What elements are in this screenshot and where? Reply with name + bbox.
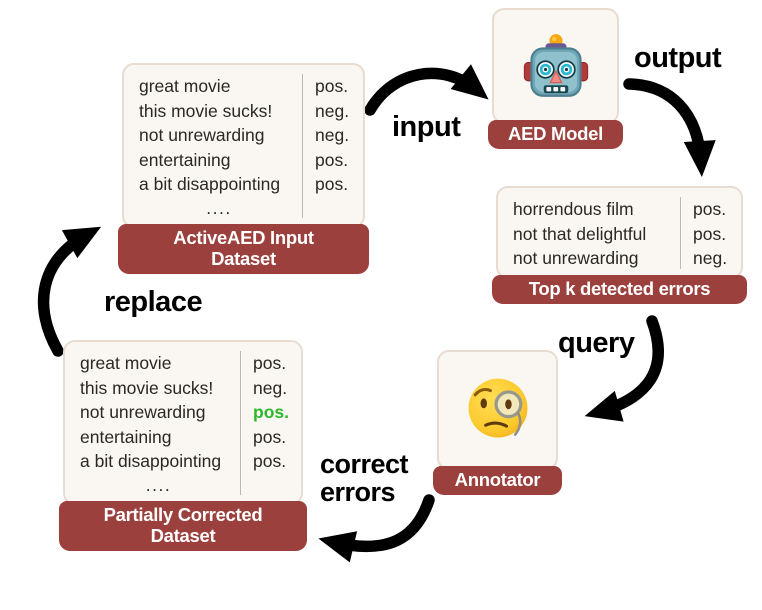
row-label: neg. (693, 248, 728, 268)
row-label: pos. (315, 149, 349, 170)
label-query: query (558, 327, 635, 359)
input-dataset-table: great movie pos. this movie sucks! neg. … (122, 63, 365, 228)
table-row: not unrewarding neg. (513, 246, 735, 271)
row-text: this movie sucks! (80, 377, 214, 398)
label-correct-errors-line2: errors (320, 477, 396, 507)
ellipsis-row: .... (145, 474, 172, 495)
title-line: Dataset (150, 524, 216, 546)
title-line: Dataset (211, 247, 276, 269)
input-dataset-title-bar: ActiveAED Input Dataset (118, 223, 369, 274)
annotator-emoji-box (437, 350, 558, 470)
row-text: not unrewarding (139, 125, 265, 145)
row-text: not unrewarding (80, 402, 206, 422)
arrow-correct-errors (318, 494, 435, 563)
row-text: not that delightful (513, 223, 647, 244)
row-text: great movie (139, 76, 231, 96)
aed-model-title-bar: AED Model (488, 120, 623, 149)
row-text: a bit disappointing (139, 174, 281, 194)
table-row: a bit disappointing pos. (80, 449, 295, 474)
row-text: entertaining (139, 149, 231, 170)
row-text: not unrewarding (513, 248, 639, 268)
corrected-dataset-title-bar: Partially Corrected Dataset (59, 500, 307, 551)
table-row: a bit disappointing pos. (139, 172, 357, 197)
table-row: horrendous film pos. (513, 197, 735, 222)
row-text: great movie (80, 353, 172, 373)
row-label: pos. (315, 174, 349, 194)
row-label: pos. (253, 353, 287, 373)
label-output: output (634, 42, 722, 74)
top-k-title-bar: Top k detected errors (492, 274, 747, 304)
top-k-table: horrendous film pos. not that delightful… (496, 186, 743, 279)
row-label: pos. (315, 76, 349, 96)
arrow-replace (37, 226, 102, 357)
label-correct-errors: correct errors (320, 449, 409, 507)
table-row: entertaining pos. (80, 425, 295, 450)
annotator-title-bar: Annotator (433, 466, 562, 495)
table-row: not unrewarding neg. (139, 123, 357, 148)
table-row: this movie sucks! neg. (80, 376, 295, 401)
card-top-k-detected-errors: horrendous film pos. not that delightful… (492, 186, 747, 304)
table-row: great movie pos. (80, 351, 295, 376)
table-row: not that delightful pos. (513, 222, 735, 247)
title-line: ActiveAED Input (173, 226, 314, 248)
label-input: input (392, 111, 461, 143)
corrected-dataset-table: great movie pos. this movie sucks! neg. … (63, 340, 303, 505)
arrow-output (623, 78, 716, 177)
label-replace: replace (104, 286, 203, 318)
row-text: this movie sucks! (139, 100, 273, 121)
face-with-monocle-icon (468, 378, 527, 438)
row-label: neg. (315, 100, 350, 121)
card-activeaed-input-dataset: great movie pos. this movie sucks! neg. … (118, 63, 369, 274)
row-label: neg. (253, 377, 288, 398)
row-text: horrendous film (513, 199, 634, 219)
arrow-query (584, 315, 664, 422)
row-text: entertaining (80, 426, 172, 447)
table-row: entertaining pos. (139, 148, 357, 173)
ellipsis-row: .... (206, 197, 232, 218)
row-text: a bit disappointing (80, 451, 222, 471)
label-correct-errors-line1: correct (320, 449, 409, 479)
table-row: this movie sucks! neg. (139, 99, 357, 124)
card-annotator: Annotator (433, 350, 562, 495)
table-row-corrected: not unrewarding pos. (80, 400, 295, 425)
row-label: pos. (693, 223, 727, 244)
row-label: pos. (253, 451, 287, 471)
row-label-corrected: pos. (253, 402, 289, 422)
row-label: pos. (693, 199, 727, 219)
row-label: pos. (253, 426, 287, 447)
title-line: Partially Corrected (103, 503, 263, 525)
arrow-input (364, 64, 489, 116)
table-row: great movie pos. (139, 74, 357, 99)
row-label: neg. (315, 125, 350, 145)
robot-icon (523, 34, 588, 97)
card-aed-model: AED Model (488, 8, 623, 149)
card-partially-corrected-dataset: great movie pos. this movie sucks! neg. … (59, 340, 307, 551)
aed-model-emoji-box (492, 8, 619, 124)
